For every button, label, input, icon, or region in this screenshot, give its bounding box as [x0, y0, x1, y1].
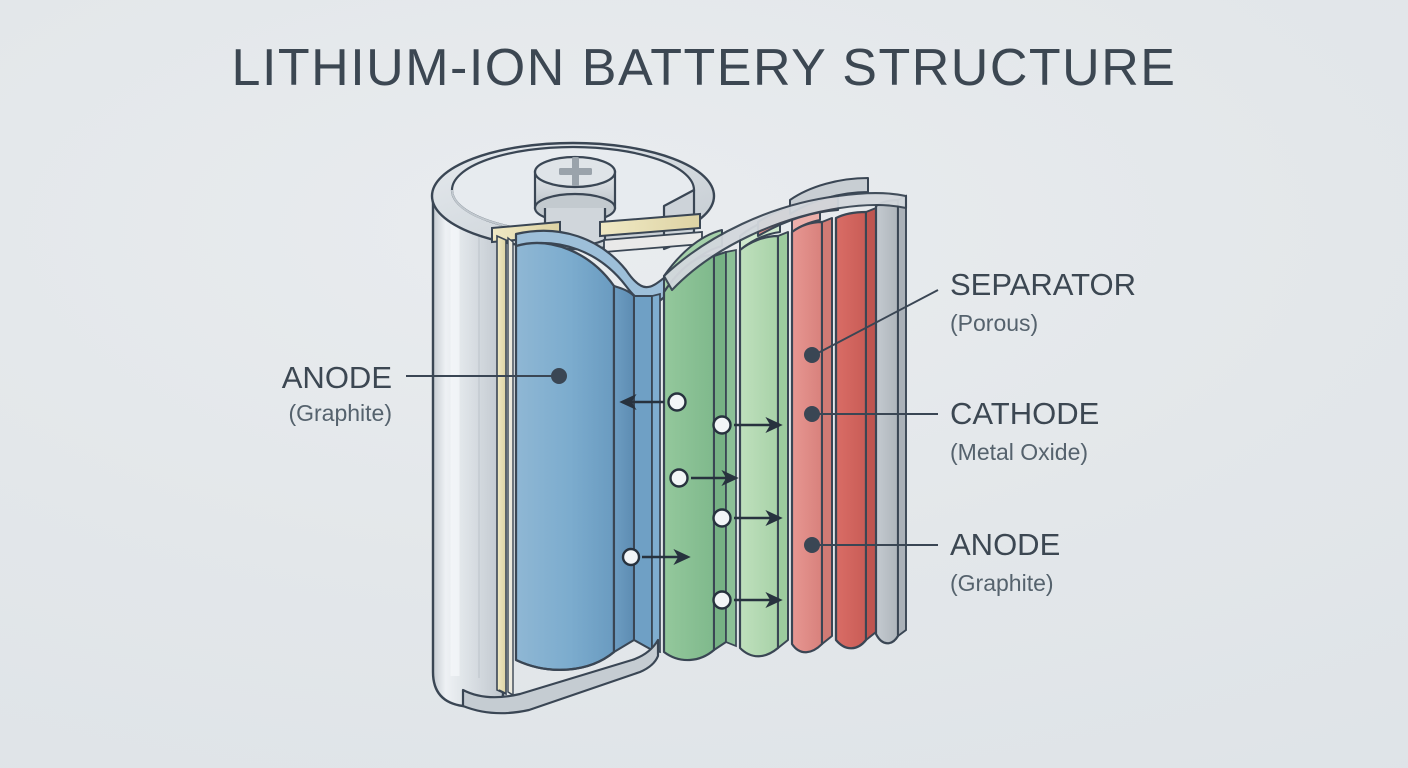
ion-6 [712, 590, 783, 610]
layer-cathode-2 [756, 194, 877, 650]
callout-anode-right-title: ANODE [950, 527, 1060, 562]
ion-2 [712, 415, 783, 435]
battery-bottom [461, 638, 660, 715]
page-title: LITHIUM-ION BATTERY STRUCTURE [232, 39, 1177, 97]
callout-separator-title: SEPARATOR [950, 267, 1136, 302]
layer-cathode-1 [790, 205, 833, 654]
layer-anode [514, 229, 674, 671]
ion-3 [669, 468, 739, 488]
ion-4 [712, 508, 783, 528]
callout-anode-left[interactable]: ANODE (Graphite) [282, 360, 567, 426]
callout-cathode-subtitle: (Metal Oxide) [950, 439, 1088, 465]
ion-1 [619, 392, 687, 412]
callout-cathode-title: CATHODE [950, 396, 1099, 431]
callout-anode-left-title: ANODE [282, 360, 392, 395]
layer-separator-2 [738, 217, 789, 658]
callout-anode-right[interactable]: ANODE (Graphite) [804, 527, 1060, 596]
ion-5 [621, 547, 691, 567]
callout-cathode[interactable]: CATHODE (Metal Oxide) [804, 396, 1099, 465]
callout-anode-right-subtitle: (Graphite) [950, 570, 1054, 596]
layer-copper-foil [496, 234, 514, 697]
lithium-ion-flow [619, 392, 783, 610]
battery-casing [431, 194, 505, 708]
callout-separator-subtitle: (Porous) [950, 310, 1038, 336]
battery-assembly [430, 141, 908, 715]
callout-anode-left-subtitle: (Graphite) [288, 400, 392, 426]
layer-outer-wrap [662, 177, 908, 645]
callout-separator[interactable]: SEPARATOR (Porous) [804, 267, 1136, 363]
plus-icon [559, 157, 592, 186]
